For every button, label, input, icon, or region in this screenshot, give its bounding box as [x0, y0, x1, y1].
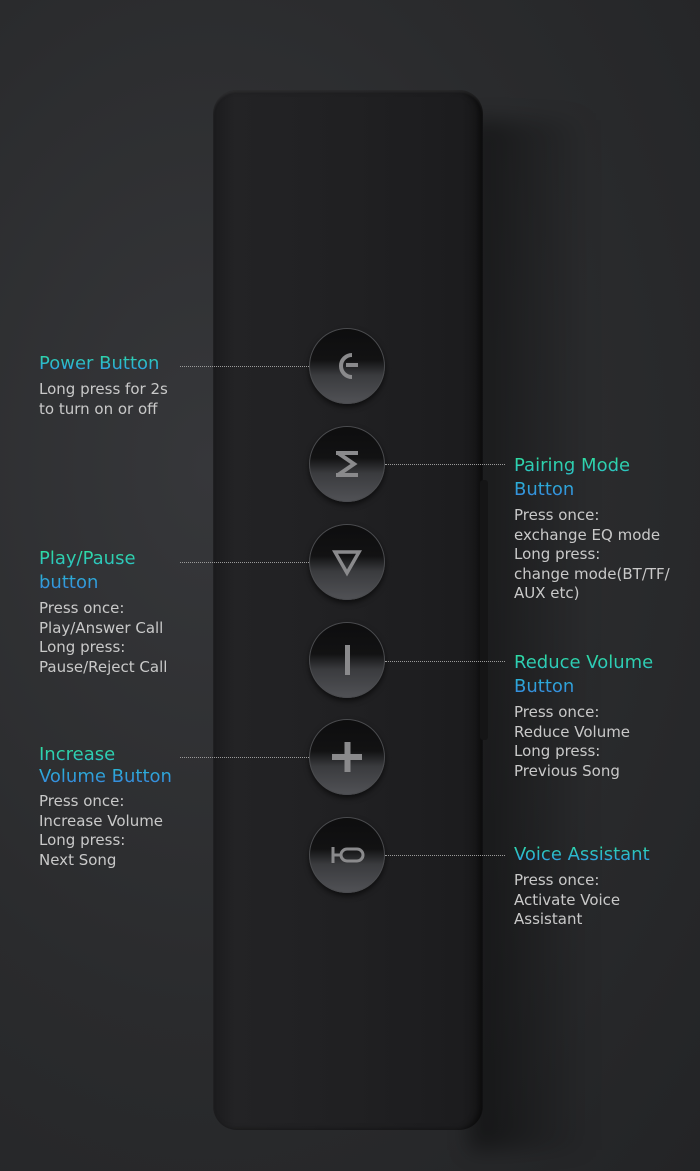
increase-volume-button[interactable] [309, 719, 385, 795]
power-callout: Power Button Long press for 2s to turn o… [39, 352, 168, 419]
callout-title: Increase Volume Button [39, 744, 172, 788]
callout-title: Reduce Volume Button [514, 651, 653, 699]
desc-line: Previous Song [514, 761, 620, 780]
title-line: Button [514, 676, 575, 697]
reduce-volume-callout: Reduce Volume Button Press once: Reduce … [514, 651, 653, 781]
voice-assistant-button[interactable] [309, 817, 385, 893]
title-line: Volume Button [39, 766, 172, 787]
voice-connector-line [385, 855, 505, 856]
title-line: Increase [39, 744, 116, 765]
desc-line: Long press: [39, 638, 126, 656]
title-line: Pairing Mode [514, 455, 631, 476]
play-pause-button[interactable] [309, 524, 385, 600]
play-triangle-icon [331, 550, 363, 577]
desc-line: AUX etc) [514, 584, 580, 602]
desc-line: Activate Voice [514, 890, 621, 909]
title-line: Button [514, 479, 575, 500]
power-icon [339, 353, 358, 379]
desc-line: Press once: [39, 599, 125, 617]
callout-desc: Press once: exchange EQ mode Long press:… [514, 506, 670, 604]
callout-title: Play/Pause button [39, 547, 167, 595]
desc-line: Long press: [39, 831, 126, 849]
desc-line: Increase Volume [39, 811, 164, 830]
pairing-callout: Pairing Mode Button Press once: exchange… [514, 454, 670, 604]
callout-desc: Press once: Reduce Volume Long press: Pr… [514, 703, 653, 781]
reduce-volume-connector-line [385, 661, 505, 662]
voice-assistant-icon [331, 847, 365, 863]
desc-line: Assistant [514, 910, 583, 928]
desc-line: Long press: [514, 742, 601, 760]
callout-title: Pairing Mode Button [514, 454, 670, 502]
speaker-side-port [480, 480, 488, 740]
desc-line: exchange EQ mode [514, 525, 661, 544]
title-line: button [39, 572, 99, 593]
reduce-volume-button[interactable] [309, 622, 385, 698]
title-line: Play/Pause [39, 548, 136, 569]
increase-volume-connector-line [180, 757, 309, 758]
power-connector-line [180, 366, 309, 367]
callout-desc: Long press for 2s to turn on or off [39, 380, 168, 419]
callout-title: Power Button [39, 352, 168, 376]
desc-line: Press once: [39, 792, 125, 810]
callout-desc: Press once: Play/Answer Call Long press:… [39, 599, 167, 677]
title-line: Reduce Volume [514, 652, 654, 673]
desc-line: Play/Answer Call [39, 618, 164, 637]
desc-line: Reduce Volume [514, 722, 631, 741]
power-button[interactable] [309, 328, 385, 404]
desc-line: change mode(BT/TF/ [514, 564, 670, 583]
desc-line: Press once: [514, 871, 600, 889]
pairing-connector-line [385, 464, 505, 465]
plus-icon [332, 742, 362, 772]
speaker-body [213, 90, 483, 1130]
desc-line: Press once: [514, 506, 600, 524]
desc-line: Long press for 2s [39, 380, 168, 398]
callout-desc: Press once: Activate Voice Assistant [514, 871, 650, 930]
play-connector-line [180, 562, 309, 563]
minus-icon [345, 645, 350, 675]
pairing-mode-button[interactable] [309, 426, 385, 502]
increase-volume-callout: Increase Volume Button Press once: Incre… [39, 744, 172, 870]
desc-line: Pause/Reject Call [39, 657, 168, 676]
desc-line: Press once: [514, 703, 600, 721]
speaker-shadow [470, 120, 590, 1150]
voice-assistant-callout: Voice Assistant Press once: Activate Voi… [514, 843, 650, 930]
desc-line: to turn on or off [39, 399, 158, 418]
callout-desc: Press once: Increase Volume Long press: … [39, 792, 172, 870]
desc-line: Next Song [39, 850, 117, 869]
desc-line: Long press: [514, 545, 601, 563]
mode-m-icon [336, 451, 358, 477]
play-pause-callout: Play/Pause button Press once: Play/Answe… [39, 547, 167, 677]
callout-title: Voice Assistant [514, 844, 650, 865]
